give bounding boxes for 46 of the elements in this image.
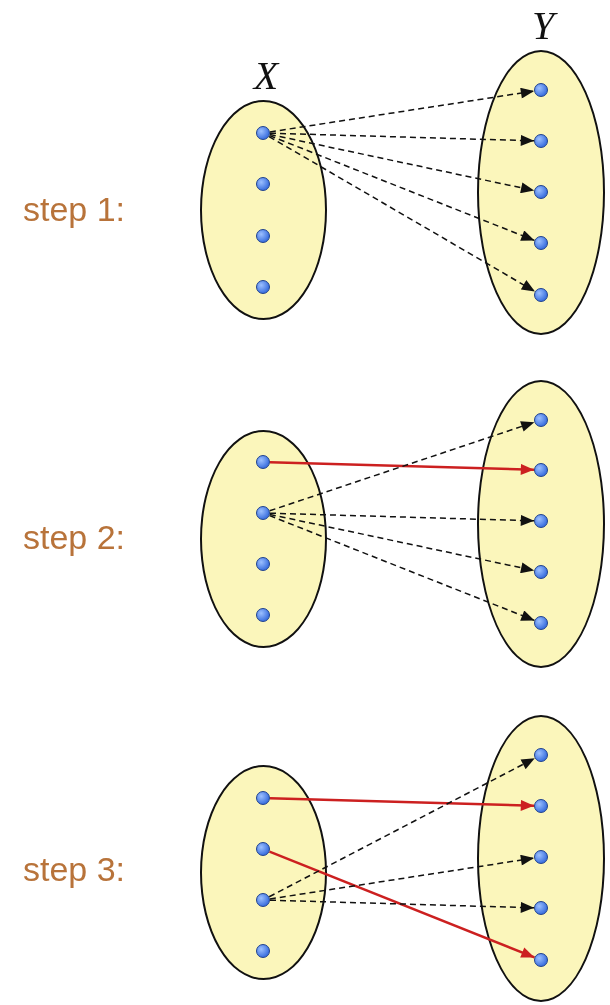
point-dot bbox=[256, 177, 270, 191]
point-dot bbox=[534, 134, 548, 148]
arrow bbox=[268, 421, 536, 512]
arrow bbox=[269, 513, 535, 574]
point-dot bbox=[534, 463, 548, 477]
point-dot bbox=[534, 748, 548, 762]
point-dot bbox=[256, 455, 270, 469]
arrow bbox=[269, 87, 535, 133]
arrow bbox=[268, 134, 536, 242]
point-dot bbox=[256, 506, 270, 520]
point-dot bbox=[534, 185, 548, 199]
point-dot bbox=[534, 413, 548, 427]
point-dot bbox=[534, 288, 548, 302]
arrow bbox=[268, 135, 536, 293]
step-label: step 2: bbox=[23, 520, 126, 554]
arrow bbox=[269, 899, 535, 913]
point-dot bbox=[534, 616, 548, 630]
point-dot bbox=[534, 83, 548, 97]
arrow bbox=[269, 850, 535, 959]
point-dot bbox=[534, 565, 548, 579]
arrow bbox=[269, 132, 535, 146]
arrow bbox=[269, 460, 535, 475]
set-label: X bbox=[253, 56, 279, 96]
arrow bbox=[269, 854, 535, 900]
point-dot bbox=[256, 229, 270, 243]
arrow bbox=[268, 757, 536, 898]
arrow bbox=[268, 514, 536, 622]
point-dot bbox=[534, 799, 548, 813]
point-dot bbox=[534, 850, 548, 864]
point-dot bbox=[534, 514, 548, 528]
point-dot bbox=[534, 953, 548, 967]
arrow bbox=[269, 133, 535, 194]
point-dot bbox=[256, 842, 270, 856]
point-dot bbox=[256, 944, 270, 958]
step-label: step 3: bbox=[23, 852, 126, 886]
point-dot bbox=[534, 236, 548, 250]
point-dot bbox=[256, 791, 270, 805]
arrow bbox=[269, 512, 535, 526]
arrow bbox=[269, 796, 535, 811]
point-dot bbox=[256, 893, 270, 907]
step-label: step 1: bbox=[23, 192, 126, 226]
point-dot bbox=[256, 557, 270, 571]
point-dot bbox=[256, 608, 270, 622]
point-dot bbox=[534, 901, 548, 915]
point-dot bbox=[256, 280, 270, 294]
point-dot bbox=[256, 126, 270, 140]
